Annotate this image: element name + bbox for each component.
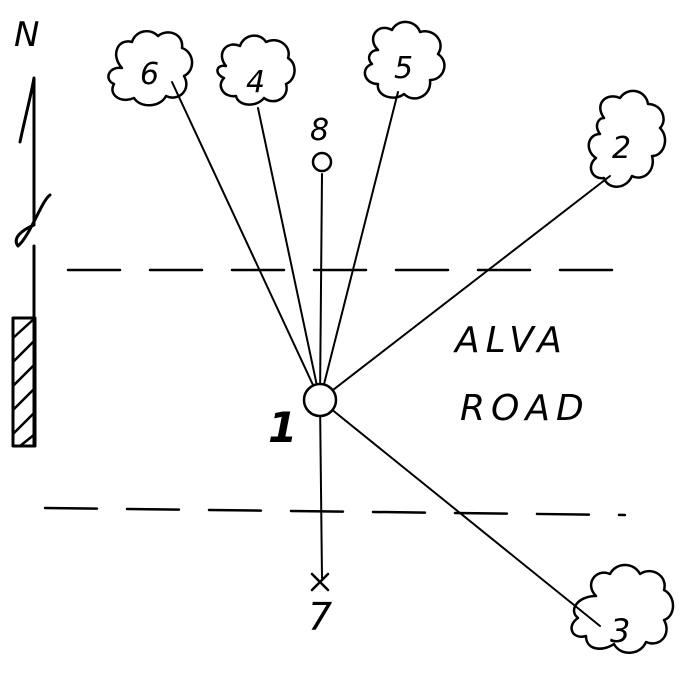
north-arrow: N <box>11 15 52 448</box>
tree-2-label: 2 <box>612 131 631 166</box>
road: ALVA ROAD <box>43 268 632 517</box>
tree-6-label: 6 <box>140 57 159 92</box>
radial-lines <box>171 81 611 627</box>
marker-7-label: 7 <box>308 595 332 639</box>
tree-6-canopy <box>107 29 194 107</box>
line-to-tree-5 <box>319 91 399 401</box>
line-to-tree-4 <box>257 107 321 401</box>
line-to-tree-6 <box>171 81 321 401</box>
tree-4: 4 <box>216 34 296 106</box>
line-to-tree-2 <box>319 175 611 401</box>
tree-2-canopy <box>587 89 667 188</box>
tree-4-label: 4 <box>246 65 265 100</box>
tree-5-label: 5 <box>394 51 413 86</box>
post-8-label: 8 <box>310 113 329 148</box>
tree-3-label: 3 <box>610 612 630 650</box>
line-to-tree-3 <box>319 399 601 627</box>
tree-3: 3 <box>570 563 675 654</box>
road-label-line1: ALVA <box>453 320 568 361</box>
tree-5: 5 <box>363 20 446 100</box>
tree-2: 2 <box>587 89 667 188</box>
post-8 <box>311 151 333 173</box>
tree-4-canopy <box>216 34 296 106</box>
tree-6: 6 <box>107 29 194 107</box>
north-arrow-hatch <box>11 316 37 448</box>
center-point <box>302 382 338 418</box>
tree-3-canopy <box>570 563 675 654</box>
north-label: N <box>14 15 39 55</box>
line-to-marker-7 <box>319 399 323 579</box>
marker-7: 7 <box>308 572 332 639</box>
road-label-line2: ROAD <box>460 388 590 429</box>
tree-5-canopy <box>363 20 446 100</box>
road-edge-south <box>43 506 627 517</box>
line-to-post-8 <box>319 173 323 401</box>
center-point-label: 1 <box>268 403 297 452</box>
